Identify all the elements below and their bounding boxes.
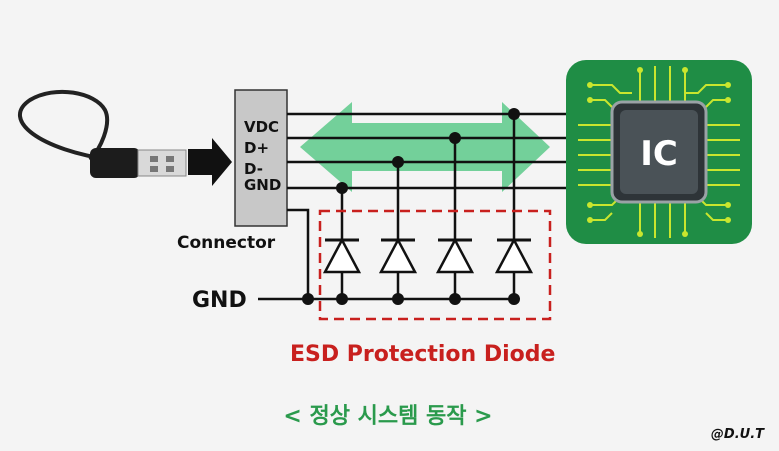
diode-3 [435, 138, 475, 299]
ic-label: IC [640, 134, 678, 174]
esd-protection-box [318, 209, 552, 321]
ic-chip-icon: IC [566, 60, 752, 244]
connector-block [234, 89, 288, 227]
pin-vdc-label: VDC [244, 118, 279, 136]
diode-4 [494, 114, 534, 299]
signal-bus-lines [287, 112, 570, 190]
usb-cable-icon [17, 89, 187, 178]
diode-1 [322, 188, 362, 299]
signal-flow-arrow [300, 102, 550, 192]
diode-2 [378, 162, 418, 299]
junction-dots [302, 108, 520, 305]
pin-gnd-label: GND [244, 176, 281, 194]
esd-label: ESD Protection Diode [290, 342, 555, 367]
connector-label: Connector [177, 233, 276, 253]
plug-in-arrow-icon [188, 138, 232, 186]
caption-text: < 정상 시스템 동작 > [283, 404, 492, 429]
gnd-return-wire [258, 208, 518, 301]
gnd-label: GND [192, 288, 247, 313]
pin-dminus-label: D- [244, 160, 263, 178]
credit-text: @D.U.T [711, 427, 765, 442]
pin-dplus-label: D+ [244, 139, 269, 157]
